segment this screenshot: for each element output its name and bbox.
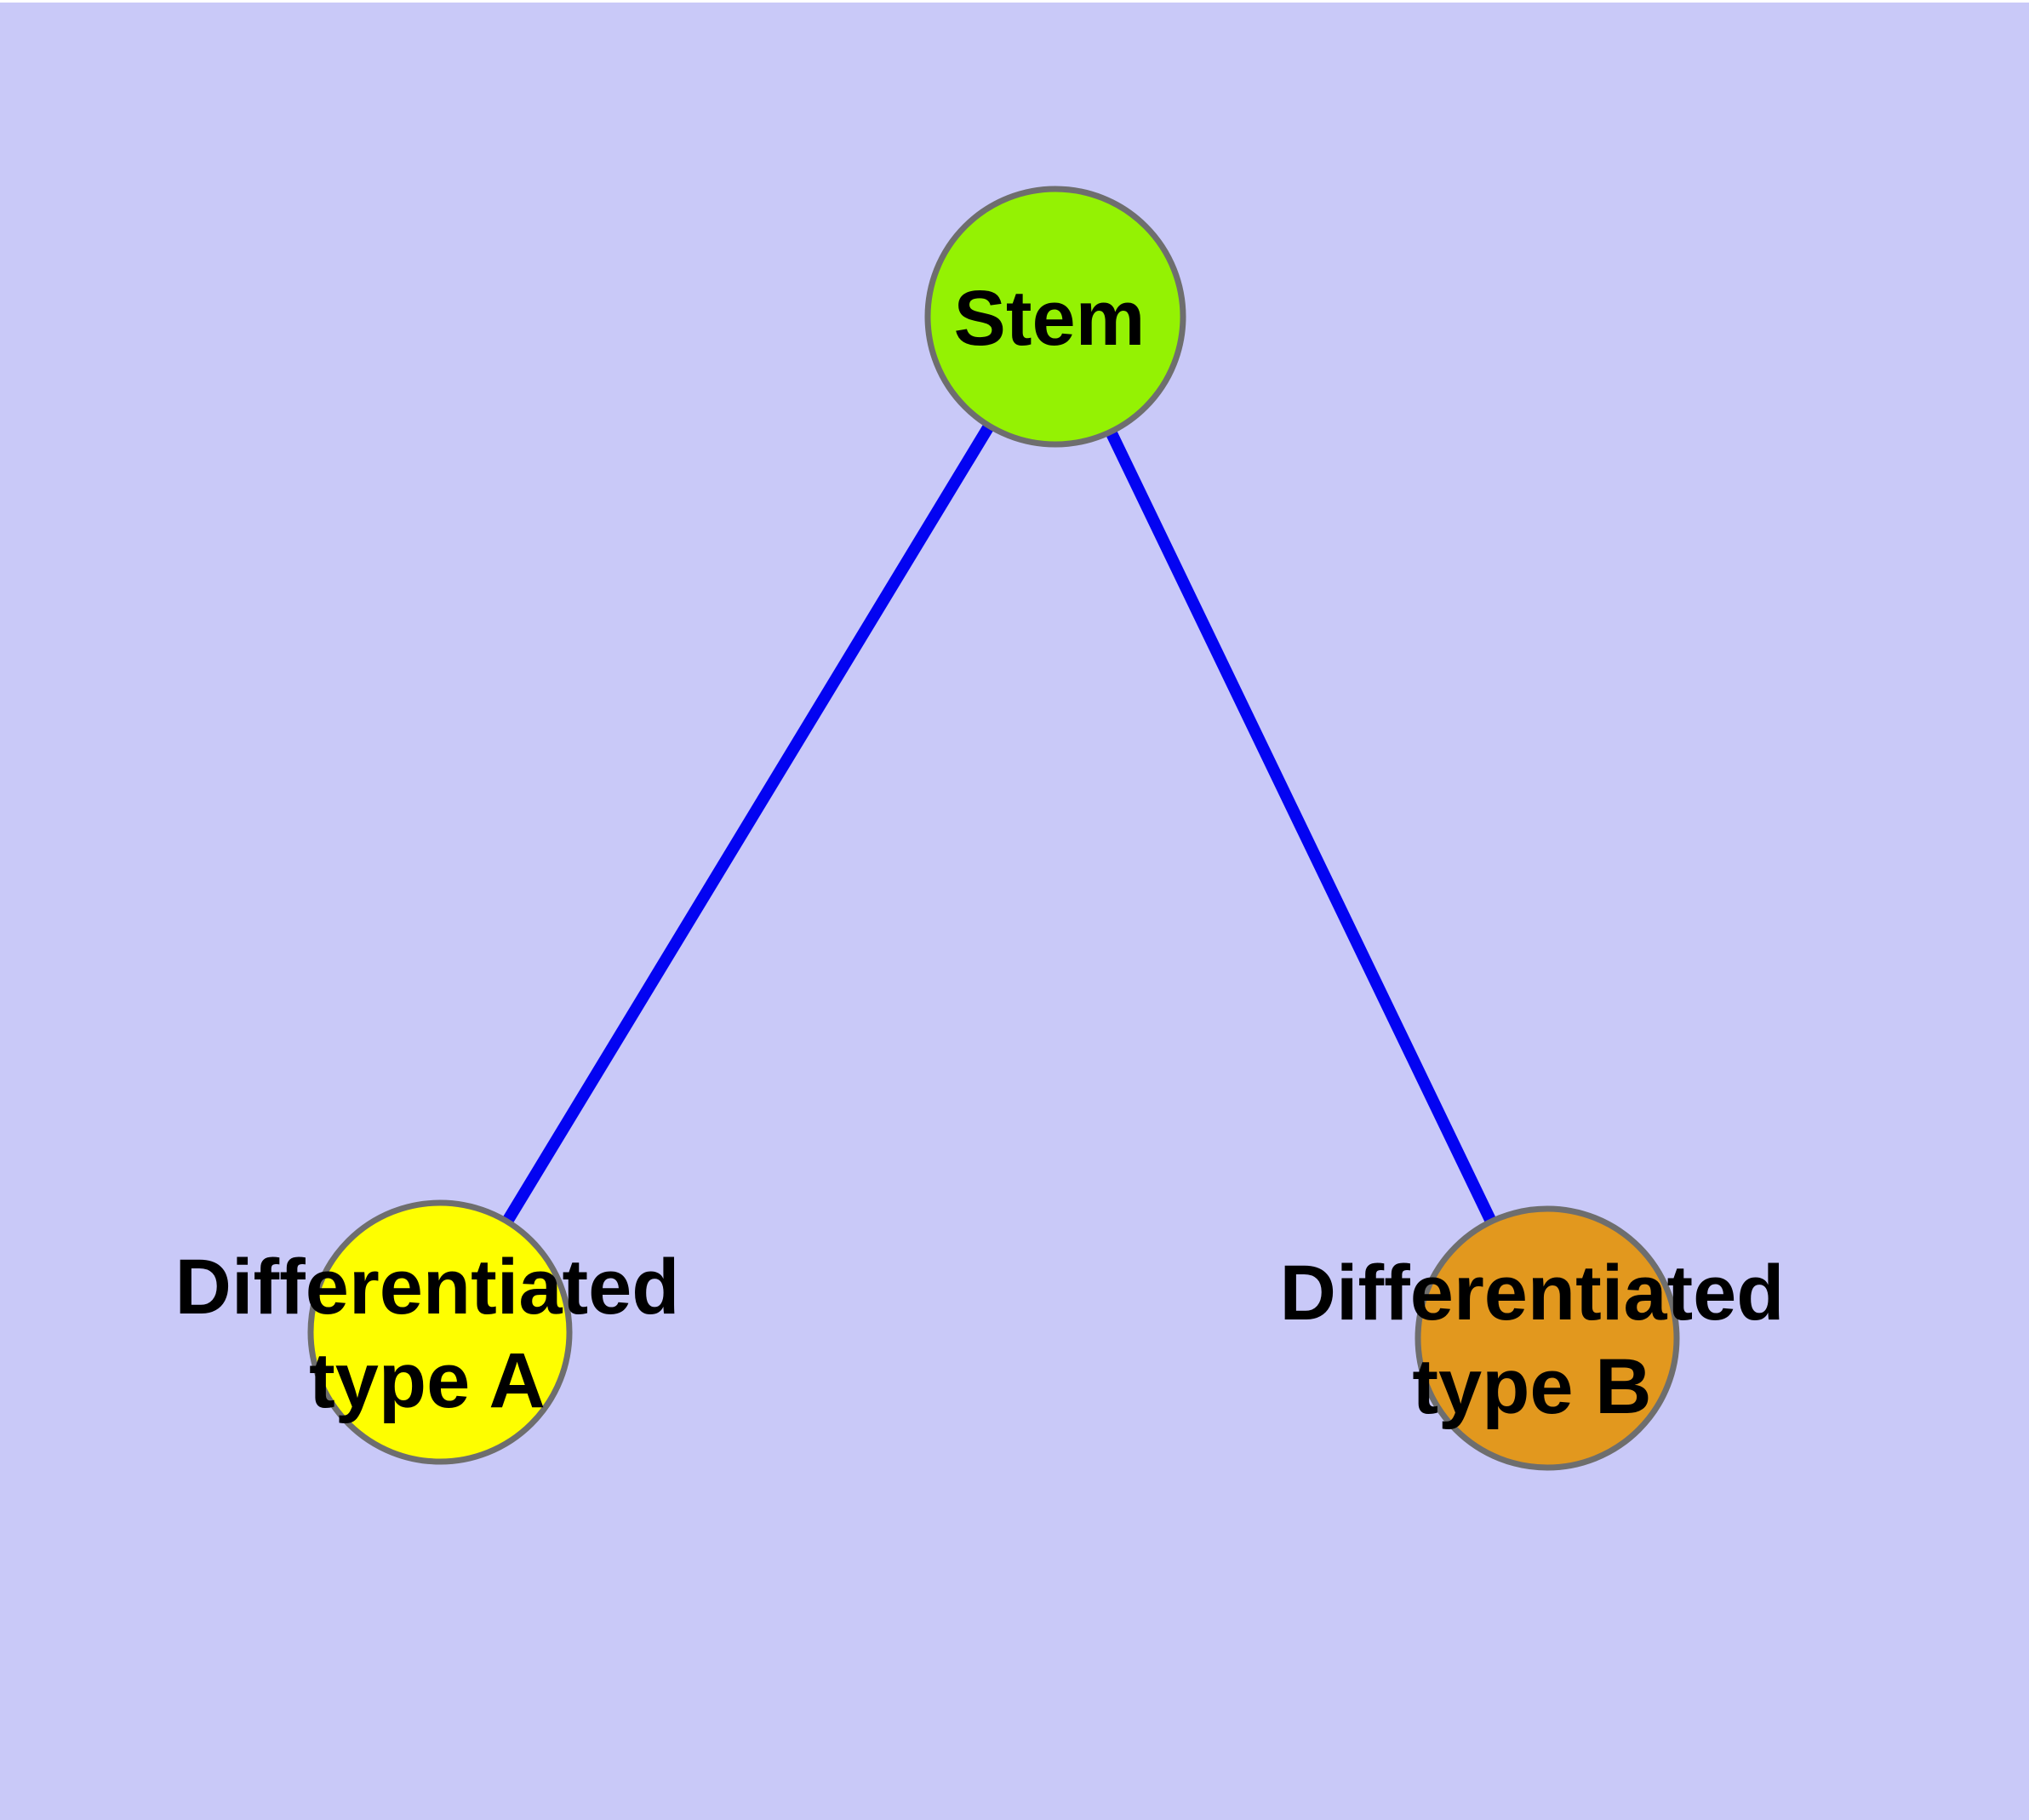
edges-layer	[435, 313, 1553, 1342]
node-differentiated-type-b-circle	[1415, 1205, 1680, 1471]
nodes-layer	[307, 186, 1680, 1471]
node-label-line: Differentiated	[175, 1244, 680, 1331]
edge-stem-to-differentiated-type-b	[1049, 313, 1553, 1342]
node-differentiated-type-a-circle	[307, 1199, 573, 1465]
node-label-line: Differentiated	[1280, 1250, 1785, 1336]
node-label-line: type A	[309, 1337, 546, 1424]
node-stem-label: Stem	[954, 275, 1146, 362]
node-label-line: type B	[1412, 1343, 1651, 1430]
edge-stem-to-differentiated-type-a	[435, 313, 1060, 1336]
window-top-edge	[0, 0, 2029, 3]
node-stem-circle	[924, 186, 1186, 448]
node-label-line: Stem	[954, 275, 1146, 362]
